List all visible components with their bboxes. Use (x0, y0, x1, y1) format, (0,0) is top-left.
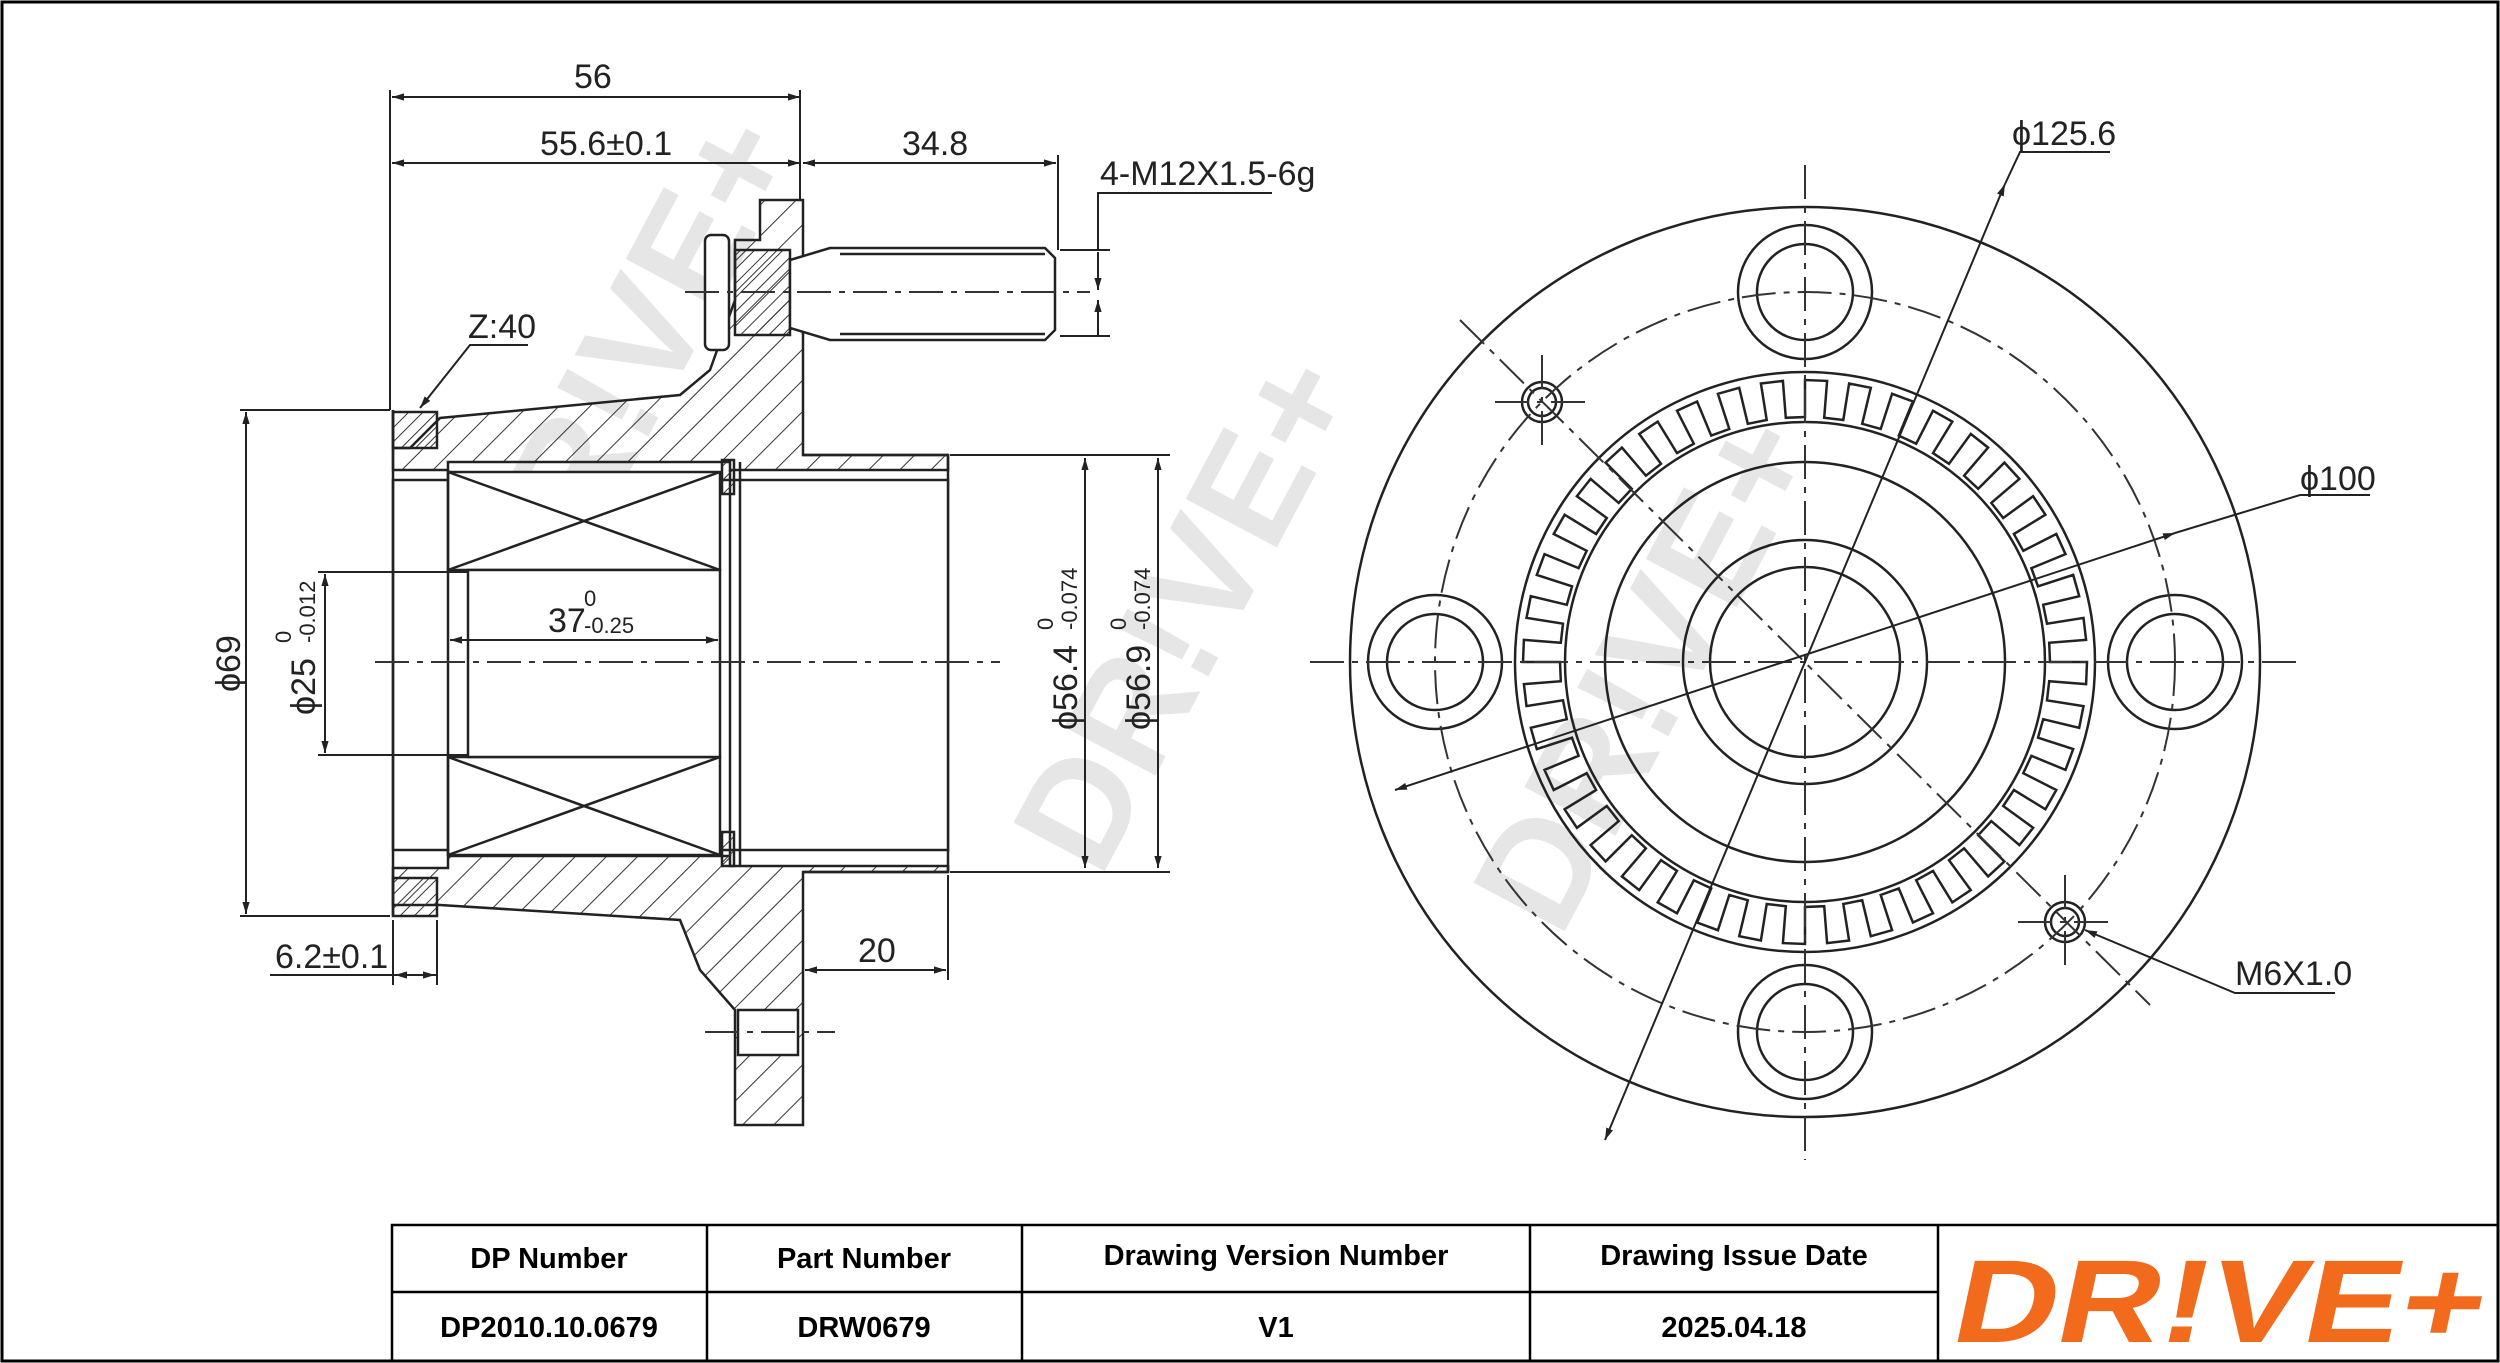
title-block: DP Number Part Number Drawing Version Nu… (390, 1223, 2500, 1363)
value-issue-date: 2025.04.18 (1661, 1312, 1806, 1344)
dia-56-4-tol-upper: 0 (1033, 618, 1058, 630)
dim-55-6-label: 55.6±0.1 (540, 125, 672, 163)
dim-20-label: 20 (858, 932, 896, 970)
dia-56-4-label: ϕ56.4 (1047, 645, 1085, 730)
dia-56-9-tol-lower: -0.074 (1130, 568, 1155, 630)
dia-25-tol-lower: -0.012 (295, 581, 320, 643)
dia-56-9-tol-upper: 0 (1106, 618, 1131, 630)
m6-label: M6X1.0 (2235, 955, 2352, 993)
thread-leader (1097, 192, 1272, 250)
inner-ring (466, 568, 722, 759)
roller-cross (447, 755, 721, 857)
dia-69-label: ϕ69 (210, 635, 248, 692)
dim-37-tol-lower: -0.25 (584, 613, 634, 638)
dim-34-8-label: 34.8 (902, 125, 968, 163)
hub-body-upper (391, 198, 950, 472)
seal-lower (720, 830, 736, 868)
dia-125-6-label: ϕ125.6 (2012, 115, 2116, 153)
dia-25-tol-upper: 0 (271, 631, 296, 643)
dim-37-label: 37 (548, 602, 586, 640)
brand-logo-text: DR!VE+ (1943, 1236, 2500, 1363)
side-section-view (391, 198, 1057, 1127)
value-part-number: DRW0679 (797, 1312, 930, 1344)
brand-logo: DR!VE+ (1943, 1236, 2500, 1363)
dia-125-6-leader (2004, 151, 2110, 185)
abs-ring-lower (391, 876, 439, 918)
thread-label: 4-M12X1.5-6g (1100, 155, 1315, 193)
side-centrelines (375, 291, 1090, 1033)
dia-56-9-label: ϕ56.9 (1120, 645, 1158, 730)
m6-leader (2084, 929, 2335, 994)
roller-cross (447, 470, 721, 572)
teeth-leader (419, 344, 528, 409)
watermark-text: DR!VE+ (980, 327, 1389, 895)
value-drawing-version: V1 (1258, 1312, 1293, 1344)
teeth-label: Z:40 (468, 308, 536, 346)
seal-upper (720, 458, 736, 496)
dim-37-tol-upper: 0 (584, 586, 596, 611)
dia-100-leader (2174, 494, 2370, 534)
wheel-stud-shank (788, 246, 1057, 342)
value-dp-number: DP2010.10.0679 (440, 1312, 658, 1344)
header-issue-date: Drawing Issue Date (1600, 1240, 1868, 1272)
dim-6-2-label: 6.2±0.1 (275, 938, 388, 976)
header-drawing-version: Drawing Version Number (1104, 1240, 1449, 1272)
watermark-middle: DR!VE+ (980, 327, 1389, 895)
dia-56-4-tol-lower: -0.074 (1057, 568, 1082, 630)
abs-ring-upper (391, 410, 439, 450)
hub-body-lower (391, 854, 950, 1127)
dia-100-line (1394, 532, 2176, 791)
side-dimension-labels: 56 55.6±0.1 34.8 4-M12X1.5-6g Z:40 ϕ69 ϕ… (210, 58, 1315, 976)
front-dimension-labels: ϕ125.6 ϕ100 M6X1.0 (2012, 115, 2376, 993)
dia-100-label: ϕ100 (2300, 460, 2376, 498)
dia-25-label: ϕ25 (285, 658, 323, 715)
header-part-number: Part Number (777, 1243, 951, 1275)
dim-56-label: 56 (574, 58, 612, 96)
side-dimensions (240, 90, 1272, 985)
header-dp-number: DP Number (470, 1243, 627, 1275)
front-dimensions (1394, 151, 2370, 1141)
